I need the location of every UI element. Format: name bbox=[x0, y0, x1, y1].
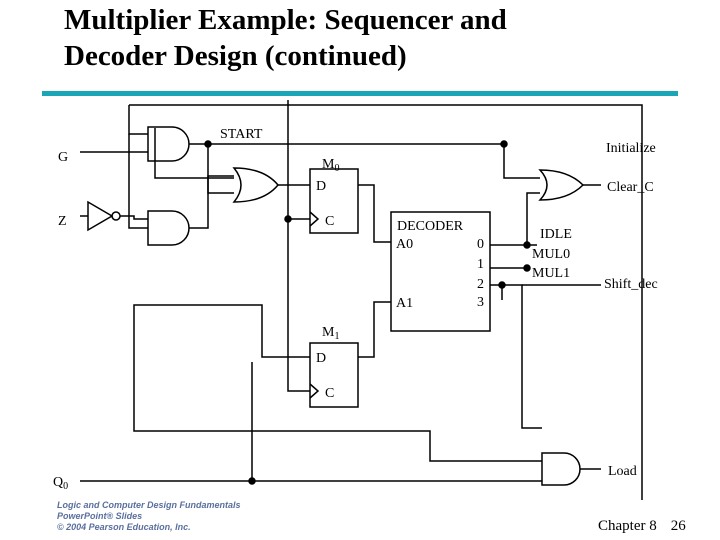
junction-dot bbox=[498, 281, 506, 289]
slide-title-line2: Decoder Design (continued) bbox=[64, 40, 407, 72]
label-m0: M0 bbox=[322, 157, 339, 174]
junction-dot bbox=[284, 215, 292, 223]
publisher-logo: Logic and Computer Design Fundamentals P… bbox=[57, 500, 241, 533]
label-q0: Q0 bbox=[53, 475, 68, 492]
label-a1: A1 bbox=[396, 296, 413, 311]
page-number: 26 bbox=[670, 518, 686, 534]
not-gate-z bbox=[87, 200, 114, 232]
and-gate-z bbox=[147, 210, 190, 246]
ff1-clock-marker bbox=[309, 383, 320, 399]
flip-flop-m0 bbox=[309, 168, 359, 234]
label-mul0: MUL0 bbox=[532, 247, 570, 262]
label-m1-sub: 1 bbox=[334, 331, 339, 342]
label-q0-sub: 0 bbox=[63, 481, 68, 492]
logo-line3: © 2004 Pearson Education, Inc. bbox=[57, 522, 191, 532]
junction-dot bbox=[523, 264, 531, 272]
label-decoder-out0: 0 bbox=[477, 237, 484, 252]
label-decoder: DECODER bbox=[397, 219, 464, 234]
label-a0: A0 bbox=[396, 237, 413, 252]
label-ff1-d: D bbox=[316, 351, 326, 366]
logo-line2: PowerPoint® Slides bbox=[57, 511, 143, 521]
junction-dot bbox=[500, 140, 508, 148]
or-gate-clear bbox=[538, 169, 585, 201]
label-initialize: Initialize bbox=[606, 141, 656, 156]
label-z: Z bbox=[58, 214, 67, 229]
and-gate-load bbox=[541, 452, 581, 486]
label-mul1: MUL1 bbox=[532, 266, 570, 281]
label-load: Load bbox=[608, 464, 637, 479]
label-ff0-c: C bbox=[325, 214, 334, 229]
label-start: START bbox=[220, 127, 263, 142]
label-clear-c: Clear_C bbox=[607, 180, 654, 195]
junction-dot bbox=[248, 477, 256, 485]
label-m0-sub: 0 bbox=[334, 163, 339, 174]
label-idle: IDLE bbox=[540, 227, 572, 242]
label-m1-base: M bbox=[322, 325, 335, 340]
label-ff0-d: D bbox=[316, 179, 326, 194]
slide-footer: Chapter 8 26 bbox=[598, 518, 686, 535]
junction-dot bbox=[523, 241, 531, 249]
label-decoder-out2: 2 bbox=[477, 277, 484, 292]
label-ff1-c: C bbox=[325, 386, 334, 401]
label-decoder-out3: 3 bbox=[477, 295, 484, 310]
slide-title-line1: Multiplier Example: Sequencer and bbox=[64, 4, 507, 36]
flip-flop-m1 bbox=[309, 342, 359, 408]
label-m1: M1 bbox=[322, 325, 339, 342]
or-gate-m0 bbox=[232, 167, 279, 203]
label-q0-base: Q bbox=[53, 475, 63, 490]
label-m0-base: M bbox=[322, 157, 335, 172]
label-shift-dec: Shift_dec bbox=[604, 277, 658, 292]
logo-line1: Logic and Computer Design Fundamentals bbox=[57, 500, 241, 510]
ff0-clock-marker bbox=[309, 211, 320, 227]
wires bbox=[80, 100, 643, 500]
label-decoder-out1: 1 bbox=[477, 257, 484, 272]
decoder-block bbox=[390, 211, 491, 332]
junction-dot bbox=[204, 140, 212, 148]
title-rule bbox=[42, 91, 678, 96]
slide-title: Multiplier Example: Sequencer and Decode… bbox=[64, 2, 507, 74]
label-g: G bbox=[58, 150, 68, 165]
chapter-label: Chapter 8 bbox=[598, 518, 657, 534]
and-gate-start bbox=[147, 126, 190, 162]
